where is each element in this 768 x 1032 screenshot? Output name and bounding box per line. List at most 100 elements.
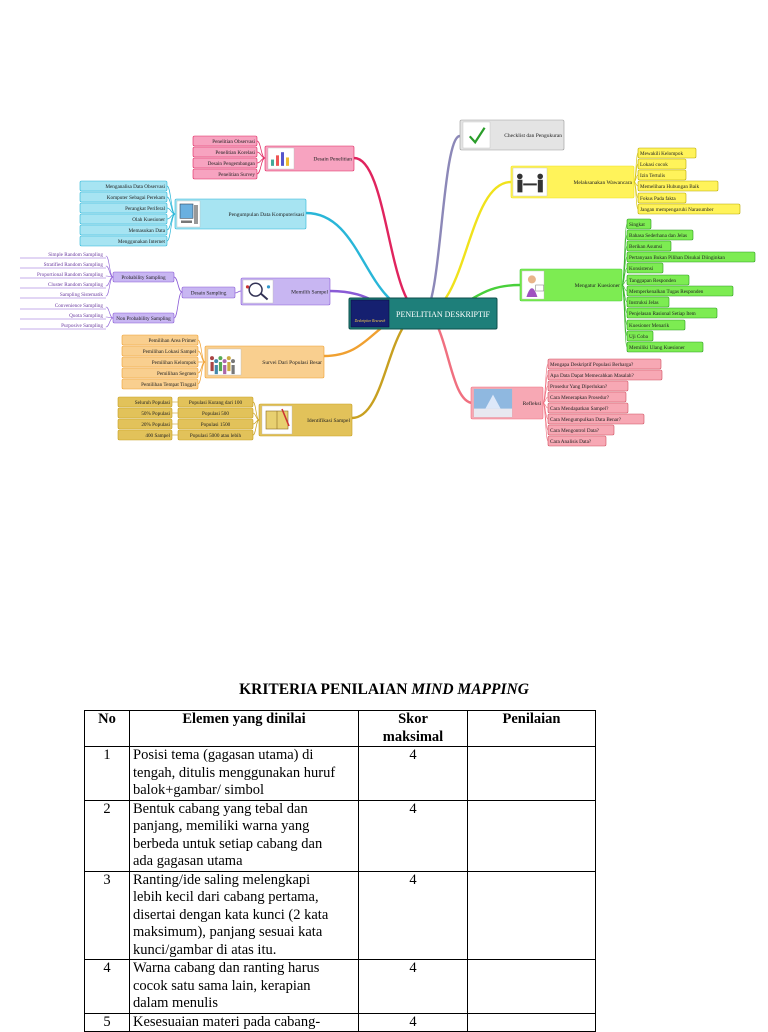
leaf-desain-box — [192, 168, 258, 180]
leaf-line-identifikasi — [252, 419, 260, 436]
row-element-line: disertai dengan kata kunci (2 kata — [133, 906, 329, 923]
row-rating[interactable] — [467, 746, 596, 801]
leaf-line-pengumpulan — [166, 185, 176, 215]
row-number: 4 — [84, 959, 130, 1014]
leaf-identifikasi: Populasi 1500 — [177, 418, 254, 430]
leaf-pengumpulan-box — [79, 235, 168, 247]
leaf-identifikasi-sub: Seluruh Populasi — [117, 396, 173, 408]
leaf-kuesioner-text: Tanggapan Responden — [629, 278, 676, 284]
leaf-wawancara-box — [637, 147, 697, 159]
leaf-identifikasi-text: Populasi 500 — [202, 411, 229, 417]
leaf-kuesioner-text: Penjelasan Rasional Setiap Item — [629, 311, 696, 317]
leaf-kuesioner: Singkat — [626, 218, 652, 230]
pengumpulan-icon — [176, 200, 201, 228]
center-topic-image — [350, 299, 390, 328]
leaf-memilih: Cluster Random Sampling — [48, 282, 103, 288]
leaf-desain-text: Penelitian Korelasi — [215, 150, 255, 156]
leaf-kuesioner: Kuesioner Menarik — [626, 319, 686, 331]
leaf-refleksi: Cara Menerapkan Prosedur? — [547, 391, 627, 403]
leaf-wawancara: Fokus Pada fakta — [637, 192, 687, 204]
leaf-line-survei — [197, 361, 206, 385]
leaf-survei-text: Pemilihan Lokasi Sampel — [143, 349, 197, 355]
leaf-wawancara-text: Mewakili Kelompok — [640, 151, 683, 157]
leaf-identifikasi-sub-text: 50% Populasi — [141, 411, 170, 417]
leaf-refleksi: Mengapa Deskriptif Populasi Berharga? — [547, 358, 662, 370]
row-rating[interactable] — [467, 959, 596, 1014]
leaf-refleksi-text: Cara Mengontrol Data? — [550, 428, 600, 434]
leaf-desain-text: Penelitian Survey — [218, 172, 255, 178]
leaf-refleksi-text: Cara Analisis Data? — [550, 439, 592, 445]
leaf-identifikasi: Populasi Kurang dari 100 — [177, 396, 254, 408]
row-element-line: Bentuk cabang yang tebal dan — [133, 800, 308, 817]
row-element-line: Kesesuaian materi pada cabang- — [133, 1013, 321, 1030]
leaf-kuesioner-text: Berikan Asumsi — [629, 244, 663, 250]
leaf-refleksi-box — [547, 424, 615, 436]
leaf-identifikasi: Populasi 5000 atau lebih — [177, 429, 254, 441]
row-rating[interactable] — [467, 870, 596, 960]
survei-icon — [207, 348, 242, 376]
leaf-wawancara: Mewakili Kelompok — [637, 147, 697, 159]
desain-icon — [267, 147, 295, 170]
leaf-refleksi-box — [547, 391, 627, 403]
branch-node-survei-text: Survei Dari Populasi Besar — [262, 360, 322, 366]
row-element-line: dalam menulis — [133, 995, 218, 1011]
leaf-kuesioner-box — [626, 262, 664, 274]
branch-node-wawancara-text: Melaksanakan Wawancara — [573, 180, 632, 186]
leaf-kuesioner-text: Memiliki Ulang Kuesioner — [629, 345, 685, 351]
leaf-wawancara-box — [637, 180, 719, 192]
leaf-refleksi-box — [547, 380, 629, 392]
leaf-pengumpulan: Menganalisa Data Observasi — [79, 180, 168, 192]
leaf-kuesioner-box — [626, 229, 694, 241]
leaf-pengumpulan-box — [79, 213, 168, 225]
leaf-kuesioner-text: Instruksi Jelas — [629, 300, 659, 306]
row-number: 2 — [84, 799, 130, 872]
header-score-line2: maksimal — [382, 728, 444, 745]
leaf-wawancara-text: Izin Tertulis — [640, 173, 665, 179]
table-title-italic: MIND MAPPING — [411, 681, 529, 698]
sub-line-memilih — [173, 291, 183, 319]
leaf-survei-box — [121, 356, 199, 368]
leaf-kuesioner-box — [626, 319, 686, 331]
leaf-kuesioner: Penjelasan Rasional Setiap Item — [626, 307, 718, 319]
leaf-desain: Penelitian Survey — [192, 168, 258, 180]
leaf-pengumpulan-box — [79, 180, 168, 192]
row-score: 4 — [358, 870, 468, 960]
leaf-kuesioner-box — [626, 274, 690, 286]
leaf-survei: Pemilihan Lokasi Sampel — [121, 345, 199, 357]
leaf-identifikasi-sub-box — [117, 396, 173, 408]
leaf-pengumpulan: Perangkat Periferal — [79, 202, 168, 214]
leaf-kuesioner-text: Pertanyaan Bukan Pilihan Disukai Diingin… — [629, 255, 725, 261]
branch-node-refleksi-text: Refleksi — [523, 400, 542, 407]
table-title-main: KRITERIA PENILAIAN — [239, 681, 412, 698]
leaf-line-pengumpulan — [166, 213, 176, 242]
row-rating[interactable] — [467, 799, 596, 872]
leaf-pengumpulan-text: Menggunakan Internet — [118, 239, 166, 245]
row-element-line: lebih kecil dari cabang pertama, — [133, 889, 319, 905]
leaf-desain-text: Desain Pengembangan — [208, 161, 256, 167]
leaf-line-memilih — [105, 317, 114, 328]
row-element-line: Posisi tema (gagasan utama) di — [133, 747, 314, 763]
row-rating[interactable] — [467, 1012, 596, 1032]
leaf-identifikasi-sub-text: 20% Populasi — [141, 422, 170, 428]
desain-sampling-node-text: Desain Sampling — [191, 290, 227, 296]
leaf-line-kuesioner — [621, 267, 628, 286]
leaf-line-kuesioner — [621, 284, 628, 348]
leaf-kuesioner: Memiliki Ulang Kuesioner — [626, 341, 704, 353]
kuesioner-icon — [521, 270, 545, 300]
leaf-refleksi: Cara Analisis Data? — [547, 435, 607, 447]
row-element-line: Ranting/ide saling melengkapi — [133, 871, 311, 888]
leaf-pengumpulan-text: Menganalisa Data Observasi — [105, 184, 165, 190]
leaf-refleksi-text: Mengapa Deskriptif Populasi Berharga? — [550, 361, 634, 368]
leaf-survei-box — [121, 334, 199, 346]
leaf-kuesioner: Instruksi Jelas — [626, 296, 670, 308]
leaf-wawancara: Lokasi cocok — [637, 158, 687, 170]
desain-sampling-node: Desain Sampling — [181, 286, 236, 299]
leaf-refleksi: Prosedur Yang Diperlukan? — [547, 380, 629, 392]
leaf-pengumpulan-box — [79, 224, 168, 236]
